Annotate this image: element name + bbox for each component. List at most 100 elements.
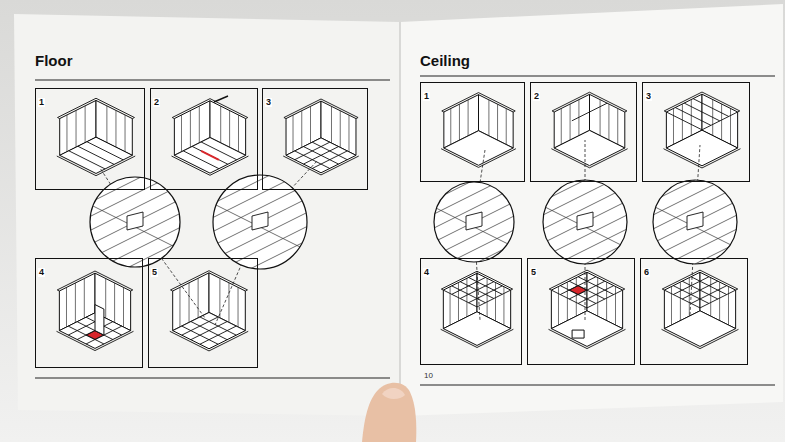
room-illustration <box>441 271 514 347</box>
detail-line <box>414 197 534 257</box>
wall-top <box>131 290 133 291</box>
wall-stud <box>348 115 349 152</box>
wall-stud <box>190 111 191 148</box>
wall-top <box>552 92 589 111</box>
wall-top <box>96 98 134 117</box>
joist <box>691 286 727 304</box>
wall-stud <box>220 106 221 143</box>
wall-stud <box>466 278 467 317</box>
page-rule <box>35 79 390 80</box>
room-illustration <box>549 270 626 348</box>
wall-top <box>246 118 248 119</box>
wall-stud <box>561 108 562 144</box>
wall-stud <box>558 287 559 326</box>
wall-top <box>171 290 173 291</box>
wall-top <box>513 111 515 112</box>
step-number: 4 <box>423 268 430 277</box>
detail-piece <box>252 212 268 230</box>
joist <box>569 281 605 299</box>
wall-stud <box>123 287 124 327</box>
wall-stud <box>710 278 711 317</box>
wall-stud <box>728 287 729 326</box>
wall-top <box>477 271 513 289</box>
floor-outline <box>664 311 735 347</box>
zoom-circle-outline <box>90 177 180 267</box>
room-illustration <box>441 93 516 168</box>
wall-stud <box>189 283 190 323</box>
detail-line <box>414 150 534 210</box>
wall-top <box>552 111 554 112</box>
step-number: 4 <box>38 268 45 277</box>
wall-top <box>442 111 444 112</box>
joist <box>201 142 237 160</box>
joist <box>312 151 347 168</box>
room-illustration <box>662 270 739 348</box>
wall-top <box>441 271 477 289</box>
wall-top <box>664 111 666 112</box>
highlighted-tile <box>569 286 587 295</box>
panel-piece <box>95 305 104 335</box>
wall-top <box>662 289 664 290</box>
joist <box>295 142 330 159</box>
wall-top <box>549 270 587 289</box>
wall-stud <box>293 115 294 152</box>
wall-stud <box>458 283 459 322</box>
wall-stud <box>340 111 341 148</box>
step-panel: 5 <box>148 258 258 368</box>
wall-stud <box>691 100 692 136</box>
detail-piece <box>127 212 143 230</box>
floor-frame <box>479 149 516 168</box>
joist <box>460 282 494 299</box>
floor-outline <box>444 131 513 166</box>
joist <box>183 151 219 169</box>
detail-line <box>200 220 320 280</box>
wall-stud <box>228 283 229 323</box>
thumb-nail <box>382 388 405 399</box>
floor-frame <box>441 329 477 347</box>
page-number: 10 <box>424 372 433 380</box>
wall-stud <box>503 287 504 326</box>
wall-top <box>58 118 60 119</box>
floor-outline <box>173 312 246 348</box>
floor-outline <box>60 137 133 173</box>
highlighted-beam <box>201 151 219 160</box>
gutter-shade <box>399 22 401 416</box>
joist <box>673 277 709 295</box>
wall-top <box>95 271 133 290</box>
wall-stud <box>66 287 67 327</box>
joist <box>675 108 711 126</box>
floor-frame <box>700 329 738 348</box>
wall-stud <box>487 278 488 317</box>
wall-stud <box>198 278 199 318</box>
page-rule <box>420 75 775 76</box>
detail-line <box>200 197 320 257</box>
zoom-detail <box>414 150 534 320</box>
wall-top <box>738 111 740 112</box>
detail-line <box>414 220 534 280</box>
wall-top <box>587 270 625 289</box>
wall-stud <box>219 278 220 318</box>
wall-top <box>57 290 59 291</box>
step-number: 3 <box>645 92 652 101</box>
room-illustration <box>664 92 741 168</box>
wall-top <box>549 289 551 290</box>
room-illustration <box>57 98 135 175</box>
wall-top <box>284 118 286 119</box>
wall-top <box>736 289 738 290</box>
step-panel: 6 <box>640 258 748 365</box>
joist <box>304 147 339 164</box>
wall-top <box>245 290 247 291</box>
joist <box>560 277 596 295</box>
zoom-detail <box>75 150 205 318</box>
wall-stud <box>719 282 720 321</box>
left-page-paper <box>14 14 400 416</box>
wall-stud <box>506 109 507 145</box>
floor-outline <box>174 138 245 174</box>
step-panel: 1 <box>35 88 145 190</box>
booklet-page: Ceiling123456 <box>405 38 775 388</box>
joist <box>452 277 486 294</box>
joist <box>569 281 605 299</box>
step-panel: 2 <box>150 88 258 190</box>
joist <box>578 286 614 304</box>
booklet-page: Floor12345 <box>22 40 400 390</box>
